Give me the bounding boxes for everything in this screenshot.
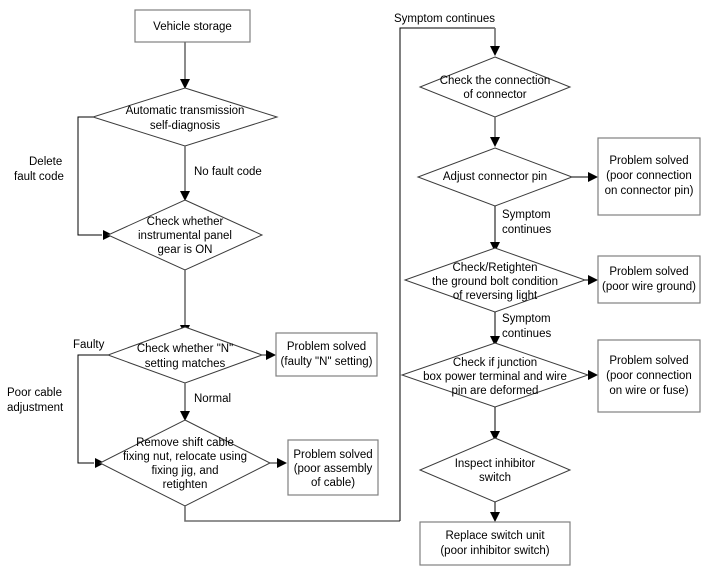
node-solved-wire-ground-line2: (poor wire ground) (602, 281, 696, 293)
node-check-junction-box-line3: pin are deformed (452, 385, 539, 397)
edge-label-poor-cable-adjustment-line1: Poor cable (7, 387, 62, 399)
node-check-panel-gear-line2: instrumental panel (138, 230, 232, 242)
edge-label-normal: Normal (194, 393, 231, 405)
node-solved-connector-pin: Problem solved (poor connection on conne… (597, 137, 701, 216)
node-check-ground-bolt-line1: Check/Retighten (452, 262, 537, 274)
node-vehicle-storage: Vehicle storage (134, 9, 251, 43)
node-check-ground-bolt: Check/Retighten the ground bolt conditio… (403, 247, 587, 313)
edge-junctionbox-to-inspectswitch (490, 407, 500, 441)
node-adjust-connector-pin-line1: Adjust connector pin (443, 171, 547, 183)
node-remove-shift-cable-line1: Remove shift cable (136, 437, 234, 449)
node-check-panel-gear-line1: Check whether (147, 216, 224, 228)
node-check-junction-box: Check if junction box power terminal and… (400, 342, 590, 408)
node-auto-trans-self-diagnosis: Automatic transmission self-diagnosis (91, 87, 279, 147)
edge-removecable-to-symptom-continues (184, 506, 400, 522)
node-auto-trans-self-diagnosis-line1: Automatic transmission (126, 105, 245, 117)
edge-removecable-to-solved-cable (270, 458, 287, 468)
node-solved-n-setting-line1: Problem solved (287, 341, 366, 353)
edge-label-delete-fault-code: Delete fault code (14, 156, 64, 183)
node-check-panel-gear: Check whether instrumental panel gear is… (106, 199, 264, 271)
edge-label-poor-cable-adjustment-line2: adjustment (7, 402, 64, 414)
node-solved-cable-assembly: Problem solved (poor assembly of cable) (287, 439, 379, 496)
node-solved-cable-assembly-line1: Problem solved (293, 449, 372, 461)
edge-checkn-to-removecable (180, 383, 190, 421)
edge-adjustpin-to-groundbolt (490, 206, 500, 252)
node-remove-shift-cable-line3: fixing jig, and (151, 465, 218, 477)
edge-label-symptom-continues-2-line2: continues (502, 328, 551, 340)
node-adjust-connector-pin: Adjust connector pin (416, 147, 574, 207)
node-replace-switch-unit-line2: (poor inhibitor switch) (440, 545, 549, 557)
edge-label-symptom-continues-top: Symptom continues (394, 13, 495, 25)
node-inspect-inhibitor-switch: Inspect inhibitor switch (418, 437, 572, 503)
node-inspect-inhibitor-switch-line2: switch (479, 472, 511, 484)
node-auto-trans-self-diagnosis-line2: self-diagnosis (150, 120, 221, 132)
node-check-n-setting-line1: Check whether "N" (137, 343, 233, 355)
edge-connectorcheck-to-adjustpin (490, 117, 500, 147)
node-solved-cable-assembly-line2: (poor assembly (294, 463, 373, 475)
edge-delete-fault-code (77, 116, 113, 240)
edge-adjustpin-to-solved-pin (572, 172, 598, 182)
node-check-junction-box-line1: Check if junction (453, 357, 537, 369)
node-check-ground-bolt-line3: of reversing light (453, 290, 538, 302)
node-solved-n-setting: Problem solved (faulty "N" setting) (275, 332, 378, 377)
edge-checkn-to-solved-n (262, 350, 276, 360)
node-check-ground-bolt-line2: the ground bolt condition (432, 276, 558, 288)
node-solved-connector-pin-line1: Problem solved (609, 155, 688, 167)
node-check-junction-box-line2: box power terminal and wire (423, 371, 567, 383)
edge-junctionbox-to-solved-fuse (588, 370, 598, 380)
edge-label-poor-cable-adjustment: Poor cable adjustment (7, 387, 64, 414)
edge-label-delete-fault-code-line2: fault code (14, 171, 64, 183)
edge-inspectswitch-to-replaceunit (490, 502, 500, 522)
node-solved-connector-pin-line2: (poor connection (606, 170, 692, 182)
node-solved-wire-ground: Problem solved (poor wire ground) (597, 255, 701, 304)
node-solved-n-setting-line2: (faulty "N" setting) (281, 356, 373, 368)
node-solved-wire-fuse-line3: on wire or fuse) (609, 385, 688, 397)
edge-label-faulty: Faulty (73, 339, 105, 351)
edge-groundbolt-to-junctionbox (490, 312, 500, 346)
edge-label-symptom-continues-1: Symptom continues (502, 209, 551, 236)
edge-label-symptom-continues-1-line2: continues (502, 224, 551, 236)
edge-label-symptom-continues-1-line1: Symptom (502, 209, 551, 221)
node-remove-shift-cable-line2: fixing nut, relocate using (123, 451, 247, 463)
node-solved-wire-fuse-line1: Problem solved (609, 355, 688, 367)
node-check-connector-connection-line2: of connector (463, 89, 526, 101)
edge-storage-to-selfdiag (180, 42, 190, 89)
node-check-panel-gear-line3: gear is ON (158, 244, 213, 256)
edge-label-symptom-continues-2: Symptom continues (502, 313, 551, 340)
node-solved-wire-ground-line1: Problem solved (609, 266, 688, 278)
node-solved-wire-fuse-line2: (poor connection (606, 370, 692, 382)
edge-panelgear-to-checkn (180, 270, 190, 335)
edge-label-delete-fault-code-line1: Delete (29, 156, 62, 168)
node-replace-switch-unit-line1: Replace switch unit (445, 530, 545, 542)
node-check-connector-connection-line1: Check the connection (440, 75, 551, 87)
node-check-n-setting: Check whether "N" setting matches (106, 326, 264, 384)
node-remove-shift-cable-line4: retighten (163, 479, 208, 491)
edge-symptom-continues-entry (399, 27, 500, 521)
node-check-n-setting-line2: setting matches (145, 358, 226, 370)
edge-label-symptom-continues-2-line1: Symptom (502, 313, 551, 325)
node-replace-switch-unit: Replace switch unit (poor inhibitor swit… (419, 521, 571, 566)
edge-groundbolt-to-solved-ground (585, 275, 598, 285)
node-solved-connector-pin-line3: on connector pin) (605, 185, 694, 197)
node-solved-cable-assembly-line3: of cable) (311, 477, 355, 489)
edge-poor-cable-adjustment (77, 354, 108, 468)
node-vehicle-storage-label: Vehicle storage (153, 21, 232, 33)
edge-label-no-fault-code: No fault code (194, 166, 262, 178)
node-remove-shift-cable: Remove shift cable fixing nut, relocate … (98, 419, 272, 507)
node-solved-wire-fuse: Problem solved (poor connection on wire … (597, 339, 701, 413)
node-check-connector-connection: Check the connection of connector (418, 56, 572, 118)
edge-selfdiag-to-panelgear (180, 146, 190, 201)
node-inspect-inhibitor-switch-line1: Inspect inhibitor (455, 458, 536, 470)
